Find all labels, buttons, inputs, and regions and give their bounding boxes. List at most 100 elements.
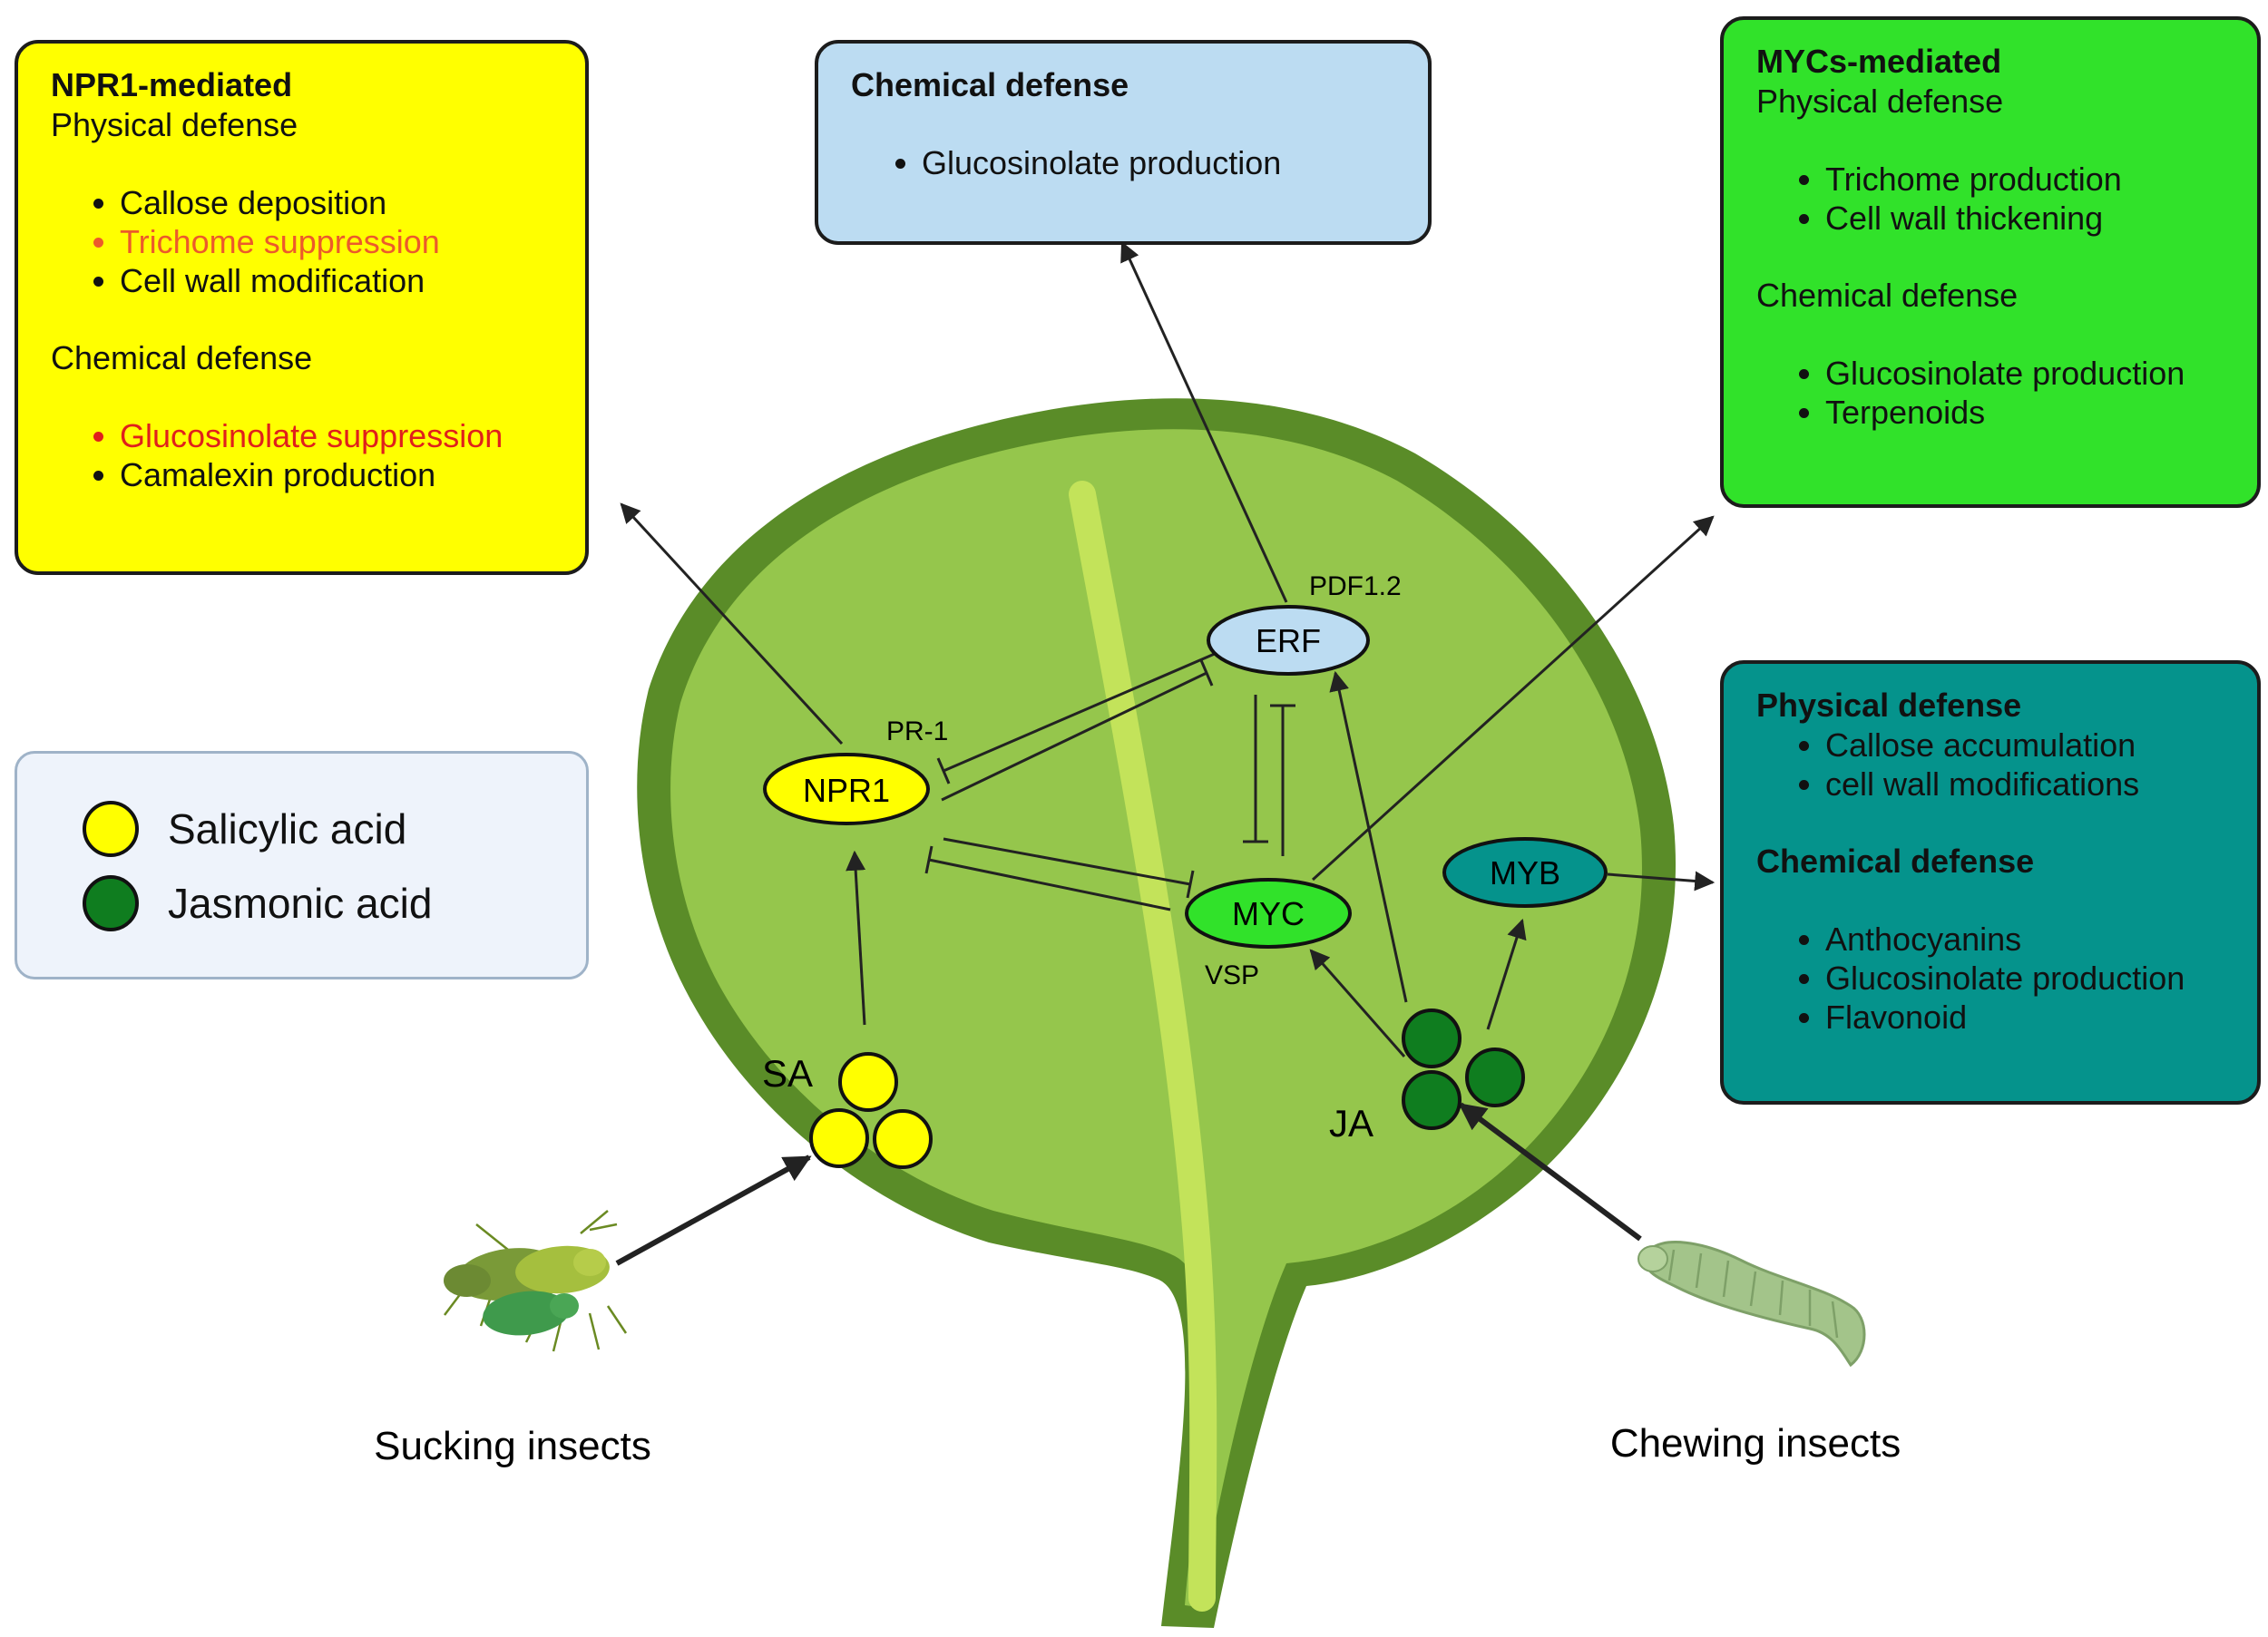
arrow-ja-to-myb xyxy=(1486,918,1527,1030)
myb-node-label: MYB xyxy=(1490,854,1560,892)
npr1-physical-heading: Physical defense xyxy=(51,106,298,143)
sa-molecule xyxy=(873,1109,933,1169)
inhibit-npr1-to-erf xyxy=(941,659,1214,802)
spacer xyxy=(1756,316,2224,354)
myb-chemical-title: Chemical defense xyxy=(1756,843,2035,880)
myb-physical-list: Callose accumulation cell wall modificat… xyxy=(1756,726,2224,804)
list-item: Glucosinolate suppression xyxy=(120,416,552,455)
npr1-node[interactable] xyxy=(763,753,930,825)
spacer xyxy=(1756,882,2224,920)
legend-item-salicylic: Salicylic acid xyxy=(83,801,406,857)
myc-box-title: MYCs-mediated xyxy=(1756,43,2002,80)
sucking-insects-label: Sucking insects xyxy=(374,1424,651,1468)
arrow-ja-to-myc xyxy=(1309,949,1406,1057)
npr1-node-label: NPR1 xyxy=(803,772,890,809)
myc-physical-heading: Physical defense xyxy=(1756,83,2004,120)
arrow-sucking-insects-to-sa xyxy=(615,1155,812,1266)
list-item: Callose deposition xyxy=(120,183,552,222)
spacer xyxy=(51,300,552,338)
npr1-box-title: NPR1-mediated xyxy=(51,66,293,103)
chewing-insects-label: Chewing insects xyxy=(1610,1421,1901,1466)
inhibitions xyxy=(924,648,1295,911)
ja-label: JA xyxy=(1329,1102,1374,1145)
list-item: Camalexin production xyxy=(120,455,552,494)
erf-node[interactable] xyxy=(1207,605,1370,676)
legend-label: Salicylic acid xyxy=(168,805,407,853)
myb-node[interactable] xyxy=(1442,837,1608,908)
erf-defense-box: Chemical defense Glucosinolate productio… xyxy=(815,40,1432,245)
npr1-defense-box: NPR1-mediated Physical defense Callose d… xyxy=(15,40,589,575)
sa-label: SA xyxy=(762,1052,813,1095)
sa-molecule xyxy=(838,1052,898,1112)
list-item: Cell wall thickening xyxy=(1825,199,2224,238)
list-item: cell wall modifications xyxy=(1825,765,2224,804)
ja-molecule xyxy=(1465,1047,1525,1107)
arrows xyxy=(615,240,1716,1266)
leaf xyxy=(637,398,1677,1628)
list-item: Trichome suppression xyxy=(120,222,552,261)
salicylic-acid-swatch xyxy=(83,801,139,857)
spacer xyxy=(1756,122,2224,160)
list-item: Anthocyanins xyxy=(1825,920,2224,959)
list-item: Trichome production xyxy=(1825,160,2224,199)
inhibit-myc-to-npr1 xyxy=(924,845,1171,911)
myc-chemical-heading: Chemical defense xyxy=(1756,277,2019,314)
sa-cluster: SA xyxy=(762,1052,933,1169)
list-item: Flavonoid xyxy=(1825,998,2224,1037)
leaf-inner xyxy=(670,429,1642,1607)
inhibit-npr1-to-myc xyxy=(943,837,1195,899)
npr1-chemical-heading: Chemical defense xyxy=(51,339,313,376)
list-item: Callose accumulation xyxy=(1825,726,2224,765)
myc-chemical-list: Glucosinolate production Terpenoids xyxy=(1756,354,2224,432)
aphid-icon xyxy=(444,1210,628,1352)
inhibit-erf-to-myc xyxy=(1243,695,1268,843)
spacer xyxy=(51,378,552,416)
erf-marker-label: PDF1.2 xyxy=(1309,571,1402,601)
list-item: Terpenoids xyxy=(1825,393,2224,432)
myc-node[interactable] xyxy=(1185,878,1352,949)
erf-chemical-list: Glucosinolate production xyxy=(851,143,1395,182)
spacer xyxy=(851,105,1395,143)
spacer xyxy=(1756,804,2224,842)
arrow-erf-to-box xyxy=(1120,240,1288,603)
sa-molecule xyxy=(809,1108,869,1168)
erf-box-title: Chemical defense xyxy=(851,66,1129,103)
myc-marker-label: VSP xyxy=(1205,960,1259,990)
myc-node-label: MYC xyxy=(1232,895,1305,932)
myc-defense-box: MYCs-mediated Physical defense Trichome … xyxy=(1720,16,2261,508)
nodes: NPR1 PR-1 ERF PDF1.2 MYC VSP MYB xyxy=(763,571,1608,990)
myb-chemical-list: Anthocyanins Glucosinolate production Fl… xyxy=(1756,920,2224,1037)
legend: Salicylic acid Jasmonic acid xyxy=(15,751,589,979)
arrow-ja-to-erf xyxy=(1329,670,1408,1003)
myb-physical-title: Physical defense xyxy=(1756,687,2022,724)
arrow-myc-to-box xyxy=(1311,515,1715,882)
myb-defense-box: Physical defense Callose accumulation ce… xyxy=(1720,660,2261,1105)
caterpillar-icon xyxy=(1637,1241,1866,1368)
npr1-physical-list: Callose deposition Trichome suppression … xyxy=(51,183,552,300)
myc-physical-list: Trichome production Cell wall thickening xyxy=(1756,160,2224,238)
ja-cluster: JA xyxy=(1329,1009,1525,1145)
legend-label: Jasmonic acid xyxy=(168,880,433,927)
jasmonic-acid-swatch xyxy=(83,875,139,931)
arrow-chewing-insects-to-ja xyxy=(1458,1102,1642,1242)
arrow-npr1-to-box xyxy=(620,502,844,745)
leaf-midrib xyxy=(1069,481,1217,1612)
spacer xyxy=(51,145,552,183)
list-item: Glucosinolate production xyxy=(1825,354,2224,393)
npr1-marker-label: PR-1 xyxy=(886,716,948,746)
arrow-sa-to-npr1 xyxy=(846,850,866,1026)
legend-item-jasmonic: Jasmonic acid xyxy=(83,875,432,931)
erf-node-label: ERF xyxy=(1256,622,1321,659)
arrow-myb-to-box xyxy=(1607,871,1716,892)
list-item: Glucosinolate production xyxy=(922,143,1395,182)
list-item: Glucosinolate production xyxy=(1825,959,2224,998)
ja-molecule xyxy=(1402,1009,1461,1068)
spacer xyxy=(1756,238,2224,276)
ja-molecule xyxy=(1402,1070,1461,1130)
inhibit-myc-to-erf xyxy=(1270,704,1295,856)
list-item: Cell wall modification xyxy=(120,261,552,300)
npr1-chemical-list: Glucosinolate suppression Camalexin prod… xyxy=(51,416,552,494)
inhibit-erf-to-npr1 xyxy=(936,648,1224,784)
